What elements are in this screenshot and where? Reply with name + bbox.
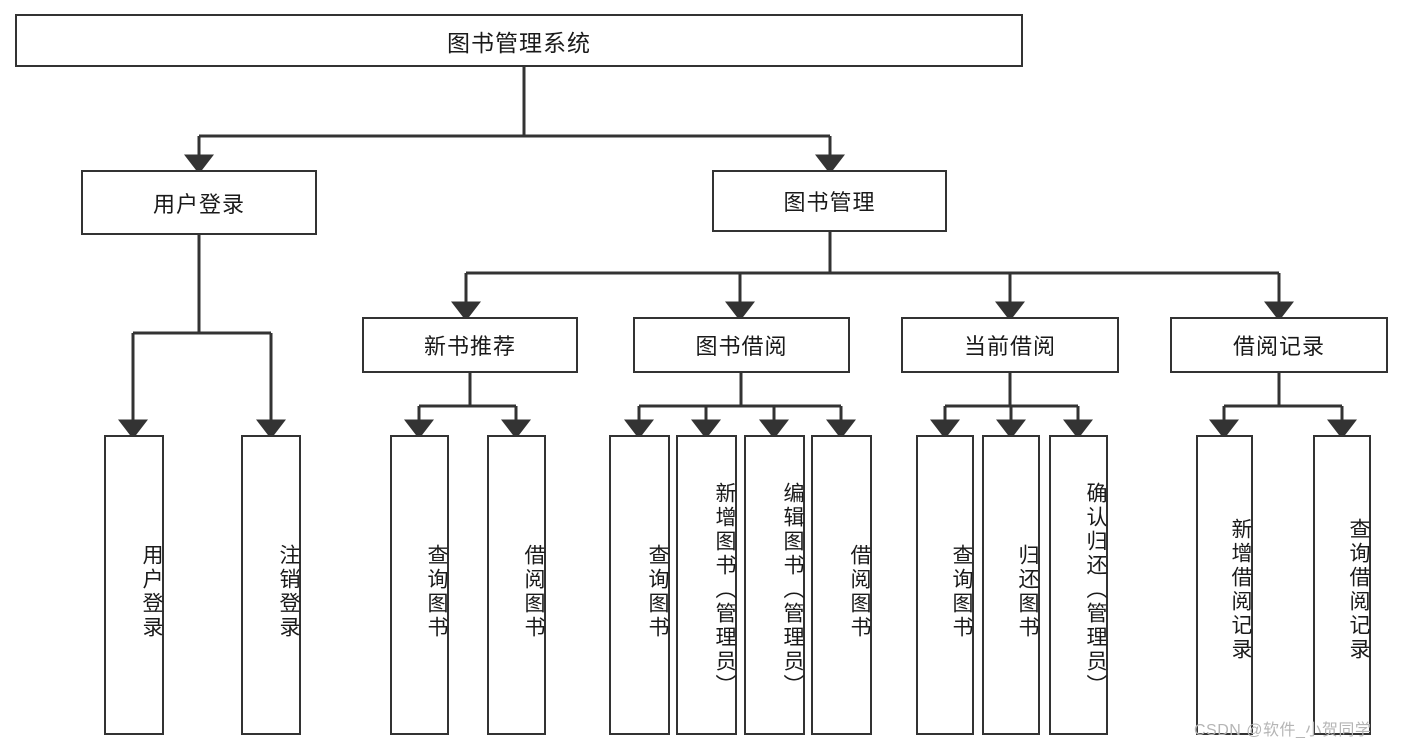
leaf-new-book-query[interactable]: 查询图书 xyxy=(390,435,449,735)
leaf-current-borrow-return[interactable]: 归还图书 xyxy=(982,435,1040,735)
leaf-current-borrow-query[interactable]: 查询图书 xyxy=(916,435,974,735)
node-label: 注销登录 xyxy=(277,544,300,640)
node-label: 借阅图书 xyxy=(848,544,871,640)
node-label: 借阅记录 xyxy=(1232,334,1325,359)
watermark-text: CSDN @软件_小贺同学 xyxy=(1194,722,1372,739)
node-label: 图书借阅 xyxy=(695,334,788,359)
node-label: 图书管理 xyxy=(783,190,876,215)
leaf-user-login-logout[interactable]: 注销登录 xyxy=(241,435,301,735)
node-book-management[interactable]: 图书管理 xyxy=(712,170,947,232)
node-label: 用户登录 xyxy=(140,544,163,640)
node-book-borrow[interactable]: 图书借阅 xyxy=(633,317,850,373)
leaf-book-borrow-query[interactable]: 查询图书 xyxy=(609,435,670,735)
node-label: 编辑图书（管理员） xyxy=(781,482,804,698)
node-label: 当前借阅 xyxy=(963,334,1056,359)
node-label: 新增图书（管理员） xyxy=(713,482,736,698)
node-label: 新书推荐 xyxy=(423,334,516,359)
node-borrow-records[interactable]: 借阅记录 xyxy=(1170,317,1388,373)
node-current-borrow[interactable]: 当前借阅 xyxy=(901,317,1119,373)
node-label: 确认归还（管理员） xyxy=(1084,482,1107,698)
leaf-borrow-record-add[interactable]: 新增借阅记录 xyxy=(1196,435,1253,735)
leaf-book-borrow-add[interactable]: 新增图书（管理员） xyxy=(676,435,737,735)
node-new-book-recommend[interactable]: 新书推荐 xyxy=(362,317,578,373)
node-label: 用户登录 xyxy=(152,191,245,217)
node-label: 图书管理系统 xyxy=(447,29,591,56)
node-label: 查询借阅记录 xyxy=(1347,518,1370,662)
node-label: 新增借阅记录 xyxy=(1229,518,1252,662)
leaf-new-book-borrow[interactable]: 借阅图书 xyxy=(487,435,546,735)
node-user-login[interactable]: 用户登录 xyxy=(81,170,317,235)
node-system-root[interactable]: 图书管理系统 xyxy=(15,14,1023,67)
leaf-borrow-record-query[interactable]: 查询借阅记录 xyxy=(1313,435,1371,735)
node-label: 借阅图书 xyxy=(522,544,545,640)
node-label: 查询图书 xyxy=(950,544,973,640)
leaf-user-login-login[interactable]: 用户登录 xyxy=(104,435,164,735)
node-label: 查询图书 xyxy=(425,544,448,640)
leaf-current-borrow-confirm-return[interactable]: 确认归还（管理员） xyxy=(1049,435,1108,735)
node-label: 归还图书 xyxy=(1016,544,1039,640)
leaf-book-borrow-borrow[interactable]: 借阅图书 xyxy=(811,435,872,735)
leaf-book-borrow-edit[interactable]: 编辑图书（管理员） xyxy=(744,435,805,735)
node-label: 查询图书 xyxy=(646,544,669,640)
